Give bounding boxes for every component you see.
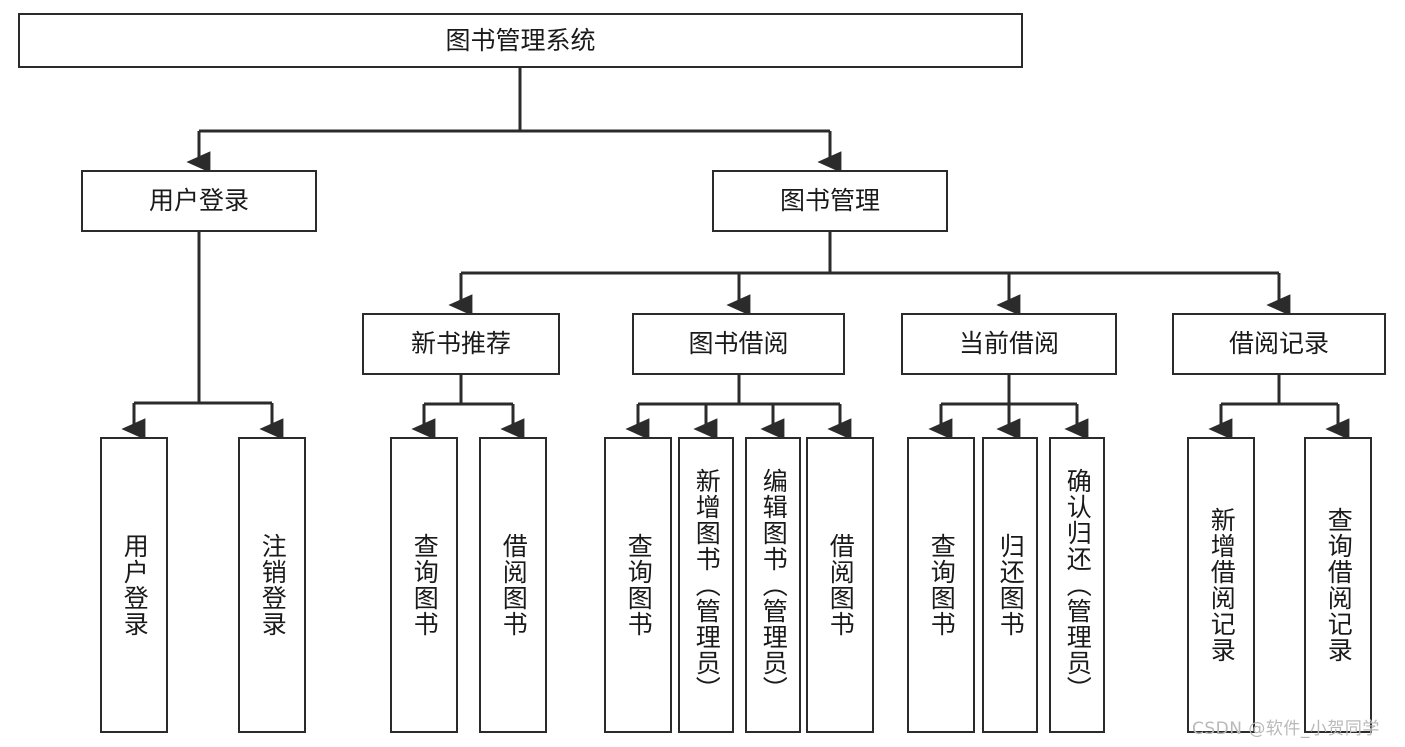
node-label: 借阅图书 <box>826 533 856 637</box>
leaf-recommend-query-book[interactable]: 查询图书 <box>390 437 458 733</box>
node-borrow-record[interactable]: 借阅记录 <box>1172 313 1386 375</box>
leaf-record-query-record[interactable]: 查询借阅记录 <box>1304 437 1372 733</box>
node-label: 查询图书 <box>410 533 440 637</box>
leaf-current-query-book[interactable]: 查询图书 <box>907 437 975 733</box>
node-book-borrow[interactable]: 图书借阅 <box>632 313 845 375</box>
leaf-recommend-borrow-book[interactable]: 借阅图书 <box>479 437 547 733</box>
leaf-borrow-add-book-admin[interactable]: 新增图书（管理员） <box>678 437 734 733</box>
leaf-record-add-record[interactable]: 新增借阅记录 <box>1187 437 1255 733</box>
node-new-book-recommend[interactable]: 新书推荐 <box>362 313 560 375</box>
node-label: 图书管理 <box>779 186 880 215</box>
node-label: 编辑图书（管理员） <box>759 468 789 702</box>
node-label: 新书推荐 <box>410 329 511 358</box>
node-current-borrow[interactable]: 当前借阅 <box>901 313 1117 375</box>
node-label: 注销登录 <box>258 533 288 637</box>
leaf-user-login-logout[interactable]: 注销登录 <box>238 437 306 733</box>
leaf-current-confirm-return-admin[interactable]: 确认归还（管理员） <box>1049 437 1105 733</box>
leaf-current-return-book[interactable]: 归还图书 <box>982 437 1038 733</box>
node-user-login[interactable]: 用户登录 <box>81 170 317 232</box>
node-label: 当前借阅 <box>958 329 1059 358</box>
node-label: 新增借阅记录 <box>1207 507 1237 663</box>
node-label: 图书借阅 <box>688 329 789 358</box>
node-label: 归还图书 <box>996 533 1026 637</box>
node-book-management[interactable]: 图书管理 <box>712 170 948 232</box>
node-label: 图书管理系统 <box>445 25 596 55</box>
node-label: 确认归还（管理员） <box>1063 468 1093 702</box>
node-label: 查询图书 <box>624 533 654 637</box>
node-root-system[interactable]: 图书管理系统 <box>18 13 1023 68</box>
node-label: 用户登录 <box>120 533 150 637</box>
watermark: CSDN @软件_小贺同学 <box>1192 719 1380 739</box>
leaf-borrow-borrow-book[interactable]: 借阅图书 <box>806 437 874 733</box>
node-label: 查询借阅记录 <box>1324 507 1354 663</box>
node-label: 用户登录 <box>148 186 249 215</box>
node-label: 新增图书（管理员） <box>692 468 722 702</box>
node-label: 借阅图书 <box>499 533 529 637</box>
node-label: 借阅记录 <box>1228 329 1329 358</box>
leaf-borrow-query-book[interactable]: 查询图书 <box>604 437 672 733</box>
node-label: 查询图书 <box>927 533 957 637</box>
leaf-user-login-login[interactable]: 用户登录 <box>100 437 168 733</box>
leaf-borrow-edit-book-admin[interactable]: 编辑图书（管理员） <box>745 437 801 733</box>
